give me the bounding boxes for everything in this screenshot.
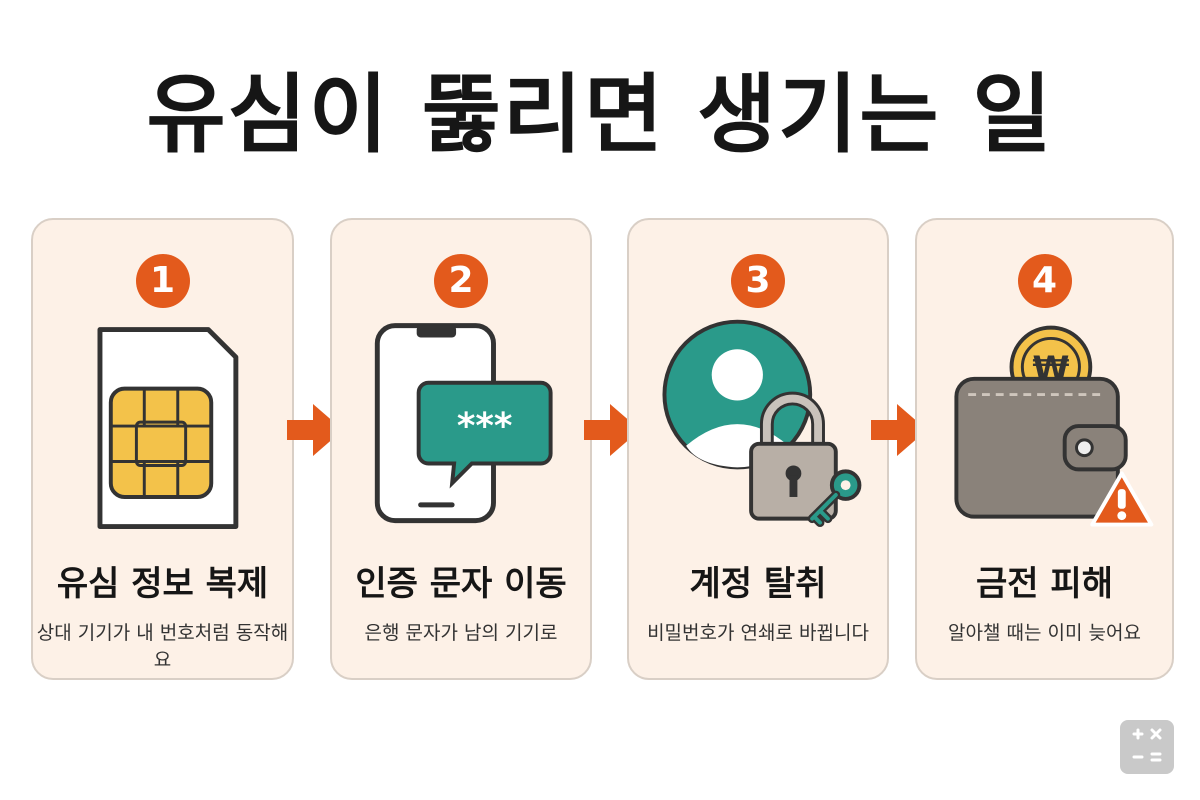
- step-title: 인증 문자 이동: [355, 564, 567, 604]
- step-description: 비밀번호가 연쇄로 바뀝니다: [647, 622, 869, 644]
- wallet-warning-icon: ₩: [954, 325, 1154, 527]
- step-number-badge: 3: [731, 254, 785, 308]
- arrow-right-icon: [584, 404, 640, 456]
- step-title: 유심 정보 복제: [56, 564, 269, 604]
- step-number-badge: 2: [434, 254, 488, 308]
- step-description: 알아챌 때는 이미 늦어요: [948, 622, 1141, 644]
- calculator-icon: [1120, 720, 1174, 774]
- sim-card-icon: [97, 327, 239, 529]
- step-card-4: 4 ₩ 금전 피해 알아챌 때는 이미 늦어요: [915, 218, 1174, 680]
- page-title: 유심이 뚫리면 생기는 일: [146, 65, 1054, 165]
- arrow-right-icon: [871, 404, 927, 456]
- phone-message-icon: ***: [374, 323, 553, 524]
- step-title: 금전 피해: [976, 564, 1113, 604]
- account-lock-icon: [662, 319, 862, 528]
- masked-code-text: ***: [457, 406, 513, 447]
- step-description: 은행 문자가 남의 기기로: [364, 622, 558, 644]
- step-card-1: 1 유심 정보 복제 상대 기기가 내 번호처럼 동작해요: [31, 218, 294, 680]
- step-title: 계정 탈취: [689, 564, 827, 604]
- step-card-3: 3 계정 탈취 비밀번호가 연쇄로 바뀝니다: [627, 218, 889, 680]
- step-card-2: 2 *** 인증 문자 이동 은행 문자가 남의 기기로: [330, 218, 592, 680]
- step-number-badge: 1: [135, 254, 190, 308]
- step-description: 상대 기기가 내 번호처럼 동작해요: [36, 622, 289, 671]
- arrow-right-icon: [287, 404, 343, 456]
- step-number-badge: 4: [1017, 254, 1072, 308]
